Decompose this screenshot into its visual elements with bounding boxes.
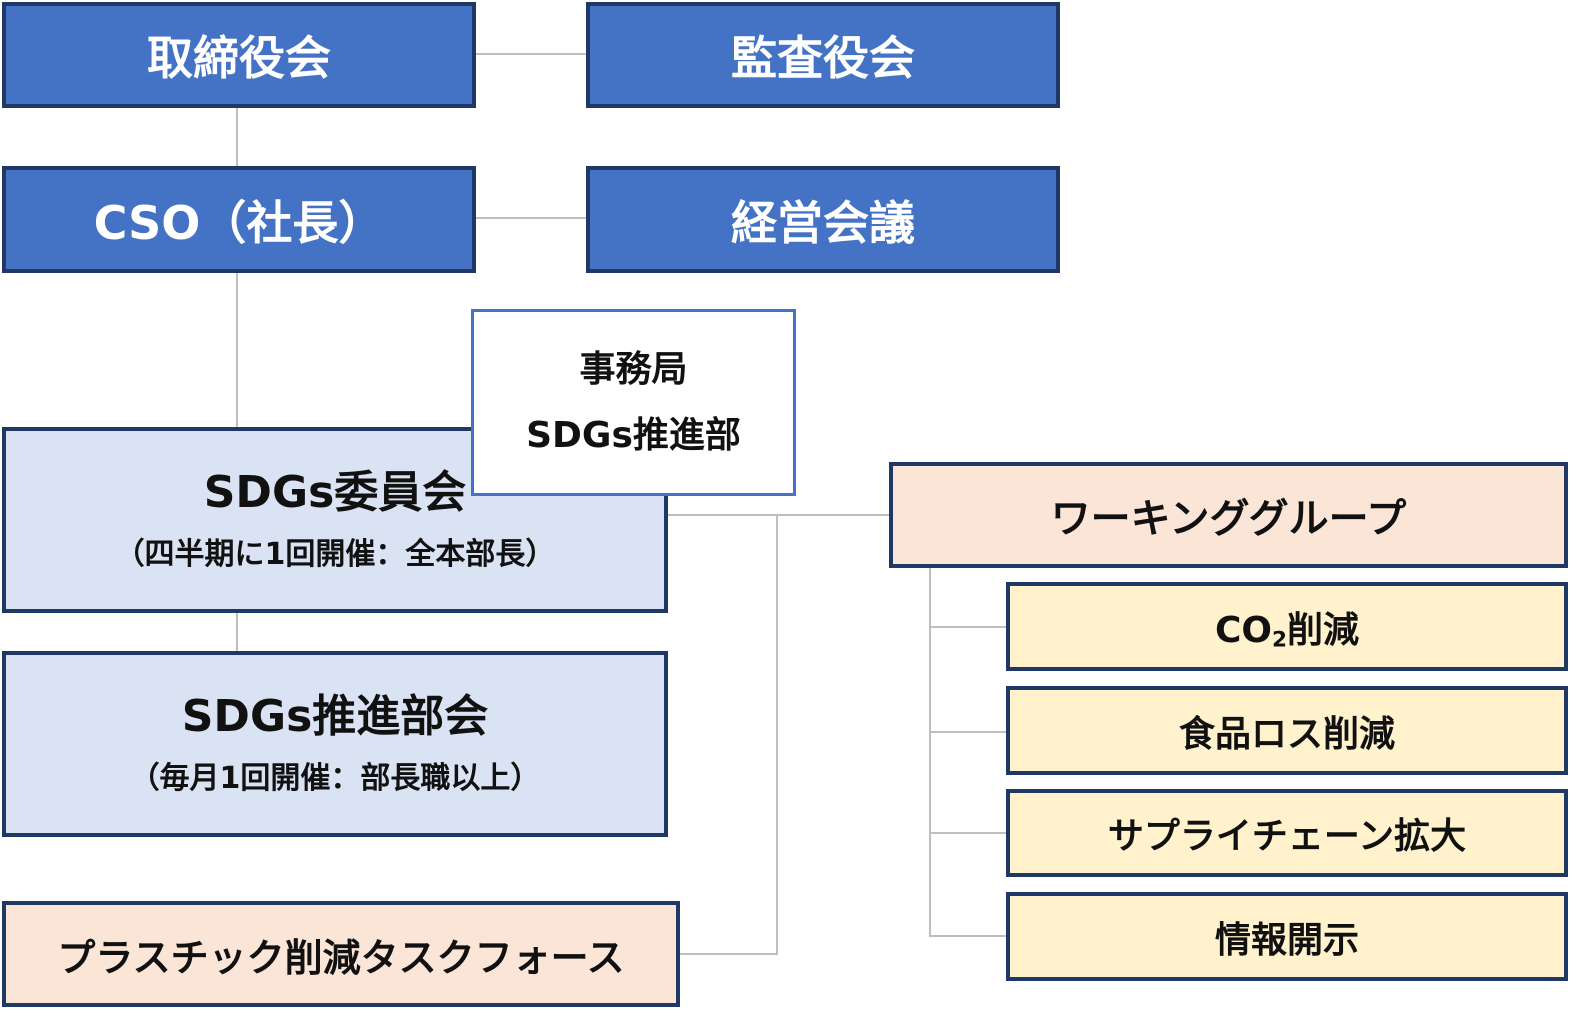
secretariat-box: 事務局 SDGs推進部 <box>471 309 796 496</box>
supply-chain-label: サプライチェーン拡大 <box>1107 816 1467 857</box>
connector-supply-chain <box>929 832 1008 834</box>
connector-committee-promotion <box>236 612 238 652</box>
disclosure-label: 情報開示 <box>1214 919 1359 961</box>
supply-chain-box: サプライチェーン拡大 <box>1006 789 1568 877</box>
co2-reduction-label: CO2削減 <box>1215 601 1359 653</box>
connector-cso-committee <box>236 272 238 428</box>
sdgs-promotion-title: SDGs推進部会 <box>181 690 489 742</box>
sdgs-committee-subtitle: （四半期に1回開催：全本部長） <box>114 536 556 572</box>
management-meeting-box: 経営会議 <box>586 166 1060 273</box>
connector-committee-workinggroup <box>666 514 891 516</box>
connector-co2 <box>929 626 1008 628</box>
audit-board-label: 監査役会 <box>731 31 915 85</box>
board-of-directors-box: 取締役会 <box>2 2 476 108</box>
board-of-directors-label: 取締役会 <box>147 31 331 85</box>
connector-taskforce-horizontal <box>678 953 778 955</box>
audit-board-box: 監査役会 <box>586 2 1060 108</box>
connector-board-cso <box>236 106 238 168</box>
cso-label: CSO（社長） <box>93 195 385 250</box>
food-loss-label: 食品ロス削減 <box>1178 713 1395 755</box>
plastic-taskforce-box: プラスチック削減タスクフォース <box>2 901 680 1007</box>
cso-box: CSO（社長） <box>2 166 476 273</box>
working-group-label: ワーキンググループ <box>1050 496 1407 542</box>
connector-disclosure <box>929 935 1008 937</box>
co2-prefix: CO <box>1214 609 1272 651</box>
food-loss-box: 食品ロス削減 <box>1006 686 1568 775</box>
co2-reduction-box: CO2削減 <box>1006 582 1568 671</box>
co2-subscript: 2 <box>1271 626 1288 652</box>
secretariat-department-label: SDGs推進部 <box>526 414 741 456</box>
connector-board-audit <box>474 53 588 55</box>
connector-taskforce-vertical <box>776 514 778 955</box>
sdgs-promotion-box: SDGs推進部会 （毎月1回開催：部長職以上） <box>2 651 668 837</box>
connector-cso-mgmt <box>474 217 588 219</box>
co2-suffix: 削減 <box>1287 609 1360 651</box>
secretariat-label: 事務局 <box>579 349 688 391</box>
management-meeting-label: 経営会議 <box>731 195 915 250</box>
disclosure-box: 情報開示 <box>1006 892 1568 981</box>
sdgs-committee-title: SDGs委員会 <box>203 466 467 518</box>
connector-workinggroup-trunk <box>929 567 931 937</box>
working-group-box: ワーキンググループ <box>889 462 1568 568</box>
connector-food-loss <box>929 731 1008 733</box>
sdgs-promotion-subtitle: （毎月1回開催：部長職以上） <box>129 760 541 796</box>
plastic-taskforce-label: プラスチック削減タスクフォース <box>57 935 625 980</box>
